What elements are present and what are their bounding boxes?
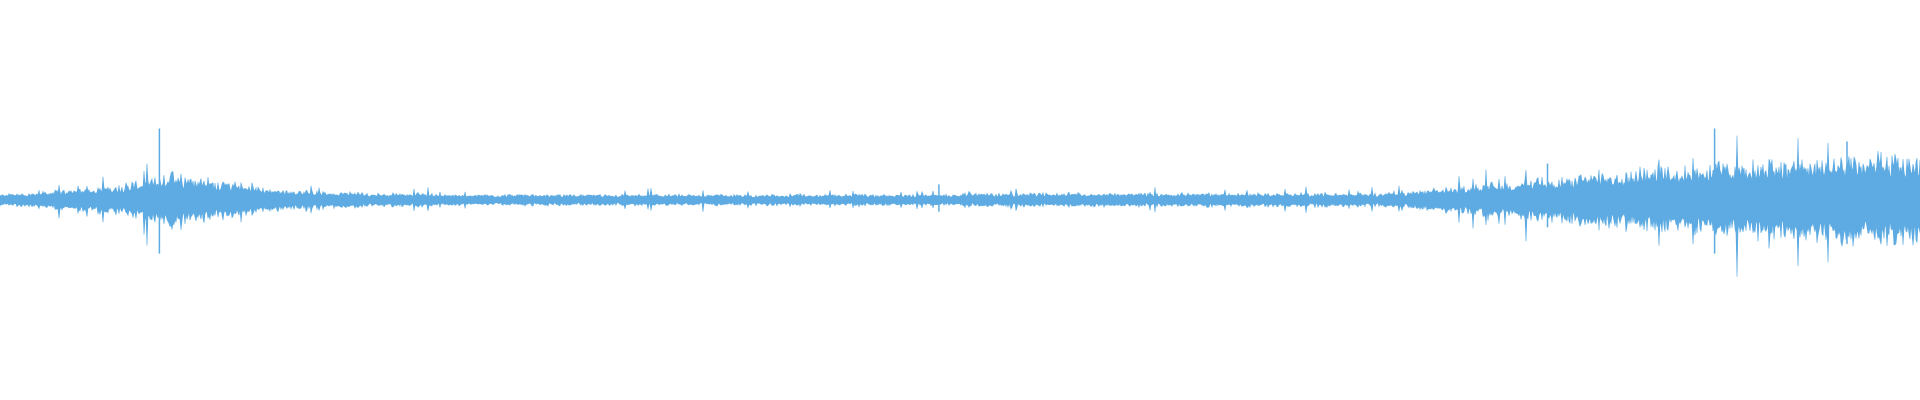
waveform-body	[0, 135, 1920, 277]
waveform-bars	[0, 128, 1920, 277]
